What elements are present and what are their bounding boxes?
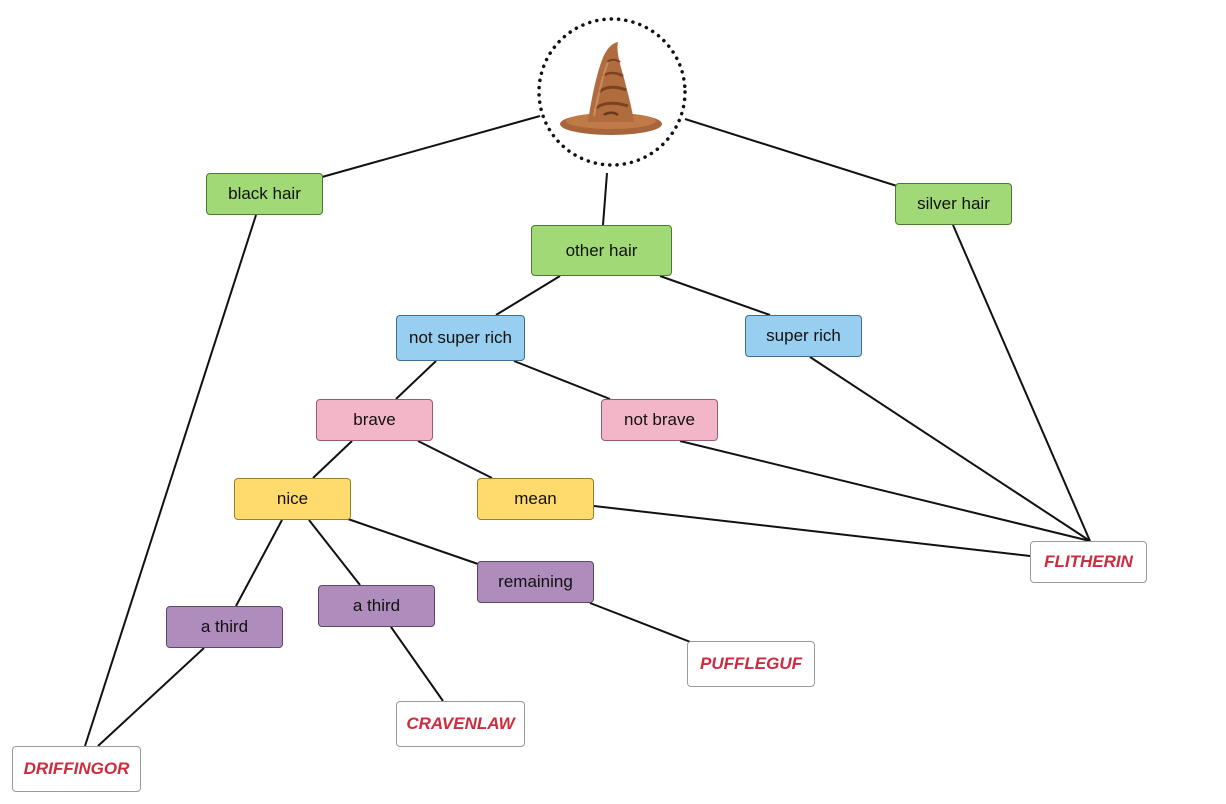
edge-brave-to-nice (312, 440, 353, 479)
edge-nice-to-remaining (347, 518, 479, 565)
node-super-rich: super rich (745, 315, 862, 357)
sorting-hat-icon (560, 42, 662, 135)
edge-other-hair-to-not-super-rich (495, 275, 561, 316)
node-remaining: remaining (477, 561, 594, 603)
edge-other-hair-to-super-rich (659, 275, 771, 316)
node-a-third-center: a third (318, 585, 435, 627)
house-puffleguf: PUFFLEGUF (687, 641, 815, 687)
node-not-brave: not brave (601, 399, 718, 441)
edge-root-to-black-hair (321, 115, 541, 178)
edge-remaining-to-puffleguf (589, 602, 694, 644)
edge-nice-to-a-third-2 (308, 519, 361, 586)
edge-nice-to-a-third-1 (235, 519, 283, 607)
node-silver-hair: silver hair (895, 183, 1012, 225)
edge-black-hair-to-driffingor (84, 214, 257, 747)
node-not-super-rich: not super rich (396, 315, 525, 361)
house-flitherin: FLITHERIN (1030, 541, 1147, 583)
house-driffingor: DRIFFINGOR (12, 746, 141, 792)
node-black-hair: black hair (206, 173, 323, 215)
edge-not-super-rich-to-not-brave (513, 360, 611, 400)
sorting-hat-root (537, 17, 687, 167)
edge-mean-to-flitherin (593, 505, 1031, 557)
node-a-third-left: a third (166, 606, 283, 648)
edge-root-to-silver-hair (684, 118, 898, 187)
node-nice: nice (234, 478, 351, 520)
house-cravenlaw: CRAVENLAW (396, 701, 525, 747)
edge-a-third-2-to-cravenlaw (390, 626, 444, 702)
node-mean: mean (477, 478, 594, 520)
edge-root-to-other-hair (602, 172, 608, 226)
node-other-hair: other hair (531, 225, 672, 276)
node-brave: brave (316, 399, 433, 441)
edge-a-third-1-to-driffingor (97, 647, 205, 747)
edge-super-rich-to-flitherin (809, 356, 1091, 542)
edge-silver-hair-to-flitherin (952, 224, 1091, 542)
edge-brave-to-mean (417, 440, 493, 479)
edge-not-brave-to-flitherin (679, 440, 1091, 542)
edge-not-super-rich-to-brave (395, 360, 437, 400)
